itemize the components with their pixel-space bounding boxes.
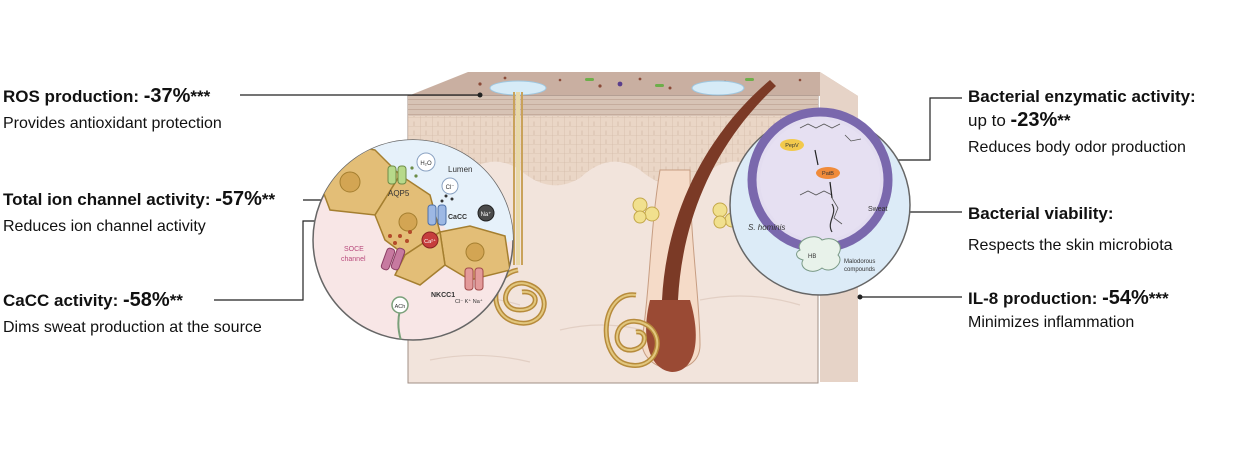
viability-callout: Bacterial viability: Respects the skin m…: [968, 203, 1173, 257]
epidermis-layer: [408, 116, 818, 186]
ion-label: Total ion channel activity:: [3, 190, 216, 209]
soce-label: SOCE: [344, 246, 364, 253]
enzymatic-callout: Bacterial enzymatic activity: up to -23%…: [968, 86, 1196, 159]
nkcc1-label: NKCC1: [431, 292, 455, 299]
organism-label: S. hominis: [748, 223, 785, 232]
enzymatic-label: Bacterial enzymatic activity:: [968, 87, 1196, 106]
il8-label: IL-8 production:: [968, 289, 1103, 308]
bacteria-inset: PepV PatB S. hominis Sweat HB Malodorous…: [729, 107, 911, 296]
h2o-label: H₂O: [420, 161, 432, 167]
cl-label: Cl⁻: [446, 185, 455, 191]
skin-top-face: [408, 72, 858, 96]
pepv-label: PepV: [785, 143, 799, 149]
patb-enzyme: [816, 167, 840, 179]
stratum-corneum: [408, 96, 818, 116]
hb-label: HB: [808, 254, 816, 260]
ca-label: Ca²⁺: [424, 238, 436, 245]
cacc-label: CaCC activity:: [3, 291, 123, 310]
na-label: Na⁺: [481, 211, 492, 218]
ros-callout: ROS production: -37%*** Provides antioxi…: [3, 85, 222, 135]
channel-label: channel: [341, 256, 366, 263]
lumen-label: Lumen: [448, 165, 472, 174]
pepv-enzyme: [780, 139, 804, 151]
malodorous-blob: [796, 236, 841, 272]
enzymatic-stars: **: [1057, 111, 1071, 130]
gland-cell-inset: H₂O Lumen AQP5 Cl⁻ CaCC Na⁺ SOCE channel…: [312, 139, 514, 341]
ros-description: Provides antioxidant protection: [3, 115, 222, 132]
ion-channel-callout: Total ion channel activity: -57%** Reduc…: [3, 188, 275, 238]
ion-stars: **: [261, 190, 276, 209]
il8-stars: ***: [1148, 289, 1169, 308]
ach-label: ACh: [395, 304, 406, 310]
ion-description: Reduces ion channel activity: [3, 218, 206, 235]
hair-follicle: [603, 80, 776, 372]
compounds-label: compounds: [844, 267, 875, 273]
cacc-description: Dims sweat production at the source: [3, 319, 262, 336]
malodorous-label: Malodorous: [844, 259, 875, 265]
viability-description: Respects the skin microbiota: [968, 237, 1173, 254]
ion-value: -57%: [215, 188, 262, 210]
aqp5-label: AQP5: [388, 189, 410, 198]
eccrine-sweat-gland: [489, 80, 547, 326]
enzymatic-description: Reduces body odor production: [968, 139, 1186, 156]
enzymatic-value: -23%: [1010, 109, 1058, 131]
ions-label: Cl⁻ K⁺ Na⁺: [455, 298, 483, 305]
sweat-label: Sweat: [868, 206, 888, 213]
cacc-callout: CaCC activity: -58%** Dims sweat product…: [3, 289, 262, 339]
ros-label: ROS production:: [3, 87, 144, 106]
il8-description: Minimizes inflammation: [968, 314, 1135, 331]
cacc-inset-label: CaCC: [448, 214, 467, 221]
cacc-stars: **: [169, 291, 183, 310]
enzymatic-prefix: up to: [968, 111, 1011, 130]
il8-callout: IL-8 production: -54%*** Minimizes infla…: [968, 287, 1169, 334]
viability-label: Bacterial viability:: [968, 204, 1114, 223]
ros-value: -37%: [143, 85, 191, 107]
il8-value: -54%: [1102, 287, 1149, 309]
patb-label: PatB: [822, 171, 834, 177]
cacc-value: -58%: [122, 289, 170, 311]
ros-stars: ***: [190, 87, 211, 106]
